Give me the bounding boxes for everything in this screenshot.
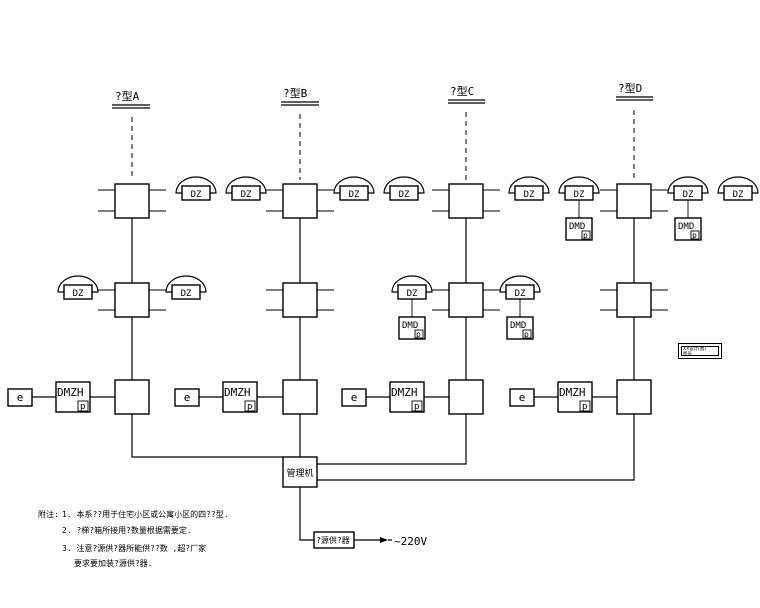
lock-icon: e: [17, 391, 24, 404]
junction-box-a3: [114, 379, 150, 415]
dmd-unit: DMD p: [398, 299, 426, 340]
manager-unit: 管理机: [282, 456, 318, 488]
manager-label: 管理机: [286, 467, 313, 479]
dz-unit: DZ: [383, 176, 425, 201]
junction-box-c2: [432, 282, 500, 318]
p-mark: p: [583, 231, 588, 240]
entrance-group-b: e DMZH p: [174, 381, 283, 413]
power-supply: ?源供?器 ~220V: [299, 487, 427, 549]
dz-unit: DZ: [165, 275, 207, 300]
type-title-b-text: ?型B: [283, 86, 308, 100]
note-4: 要求要加装?源供?器.: [74, 558, 152, 568]
dmd-label: DMD: [569, 222, 585, 232]
type-title-d: ?型D: [616, 81, 653, 101]
dmd-unit: DMD p: [565, 200, 593, 241]
lock-icon: e: [519, 391, 526, 404]
lock-icon: e: [184, 391, 191, 404]
dz-unit: DZ: [175, 176, 217, 201]
dz-unit: DZ: [499, 275, 541, 300]
stamp-line-1: XX设计(图): [683, 347, 707, 352]
p-mark: p: [414, 402, 419, 412]
junction-box-a2: [98, 282, 166, 318]
dz-label: DZ: [515, 289, 526, 299]
dmzh-label: DMZH: [224, 386, 251, 399]
dz-label: DZ: [241, 190, 252, 200]
notes: 附注: 1. 本系??用于住宅小区或公寓小区的四??型. 2. ?梯?箱所接用?…: [38, 509, 229, 568]
p-mark: p: [582, 402, 587, 412]
type-title-c: ?型C: [448, 84, 485, 104]
p-mark: p: [524, 330, 529, 339]
dmzh-label: DMZH: [391, 386, 418, 399]
dz-label: DZ: [407, 289, 418, 299]
dz-label: DZ: [399, 190, 410, 200]
dz-label: DZ: [574, 190, 585, 200]
note-2: 2. ?梯?箱所接用?数量根据需要定.: [62, 525, 192, 535]
dz-unit: DZ: [333, 176, 375, 201]
p-mark: p: [692, 231, 697, 240]
dmzh-label: DMZH: [57, 386, 84, 399]
junction-box-b3: [282, 379, 318, 415]
type-title-a-text: ?型A: [115, 89, 140, 103]
dmzh-label: DMZH: [559, 386, 586, 399]
p-mark: p: [416, 330, 421, 339]
dz-label: DZ: [191, 190, 202, 200]
drawing-stamp: XX设计(图) 图号: [678, 343, 722, 359]
dz-unit: DZ: [391, 275, 433, 300]
entrance-group-a: e DMZH p: [7, 381, 115, 413]
bus-wiring: [131, 414, 635, 481]
junction-box-d2: [600, 282, 668, 318]
junction-box-c1: [432, 183, 500, 219]
note-1: 1. 本系??用于住宅小区或公寓小区的四??型.: [62, 509, 229, 519]
dmd-label: DMD: [510, 321, 526, 331]
junction-box-d3: [616, 379, 652, 415]
dmd-unit: DMD p: [674, 200, 702, 241]
dz-unit: DZ: [57, 275, 99, 300]
p-mark: p: [247, 402, 252, 412]
junction-box-b1: [266, 183, 334, 219]
type-title-c-text: ?型C: [450, 84, 474, 98]
note-3: 3. 注意?源供?器所能供??数 ,超?厂家: [62, 543, 206, 553]
notes-label: 附注:: [38, 509, 59, 519]
dz-label: DZ: [683, 190, 694, 200]
dz-label: DZ: [349, 190, 360, 200]
dz-unit: DZ: [667, 176, 709, 201]
type-title-d-text: ?型D: [618, 81, 642, 95]
dz-label: DZ: [733, 190, 744, 200]
dmd-label: DMD: [402, 321, 418, 331]
type-title-b: ?型B: [281, 86, 319, 106]
dz-unit: DZ: [508, 176, 550, 201]
stamp-line-2: 图号: [683, 352, 692, 356]
dz-label: DZ: [524, 190, 535, 200]
power-supply-label: ?源供?器: [316, 535, 350, 545]
p-mark: p: [80, 402, 85, 412]
dz-unit: DZ: [558, 176, 600, 201]
entrance-group-d: e DMZH p: [509, 381, 617, 413]
junction-box-a1: [98, 183, 166, 219]
junction-box-c3: [448, 379, 484, 415]
entrance-group-c: e DMZH p: [341, 381, 449, 413]
dz-label: DZ: [181, 289, 192, 299]
dmd-unit: DMD p: [506, 299, 534, 340]
type-title-a: ?型A: [112, 89, 150, 109]
dz-label: DZ: [73, 289, 84, 299]
dmd-label: DMD: [678, 222, 694, 232]
junction-box-b2: [266, 282, 334, 318]
junction-box-d1: [600, 183, 668, 219]
dz-unit: DZ: [717, 176, 759, 201]
arrow-icon: [380, 537, 388, 543]
voltage-label: ~220V: [394, 535, 427, 548]
dz-unit: DZ: [225, 176, 267, 201]
lock-icon: e: [351, 391, 358, 404]
